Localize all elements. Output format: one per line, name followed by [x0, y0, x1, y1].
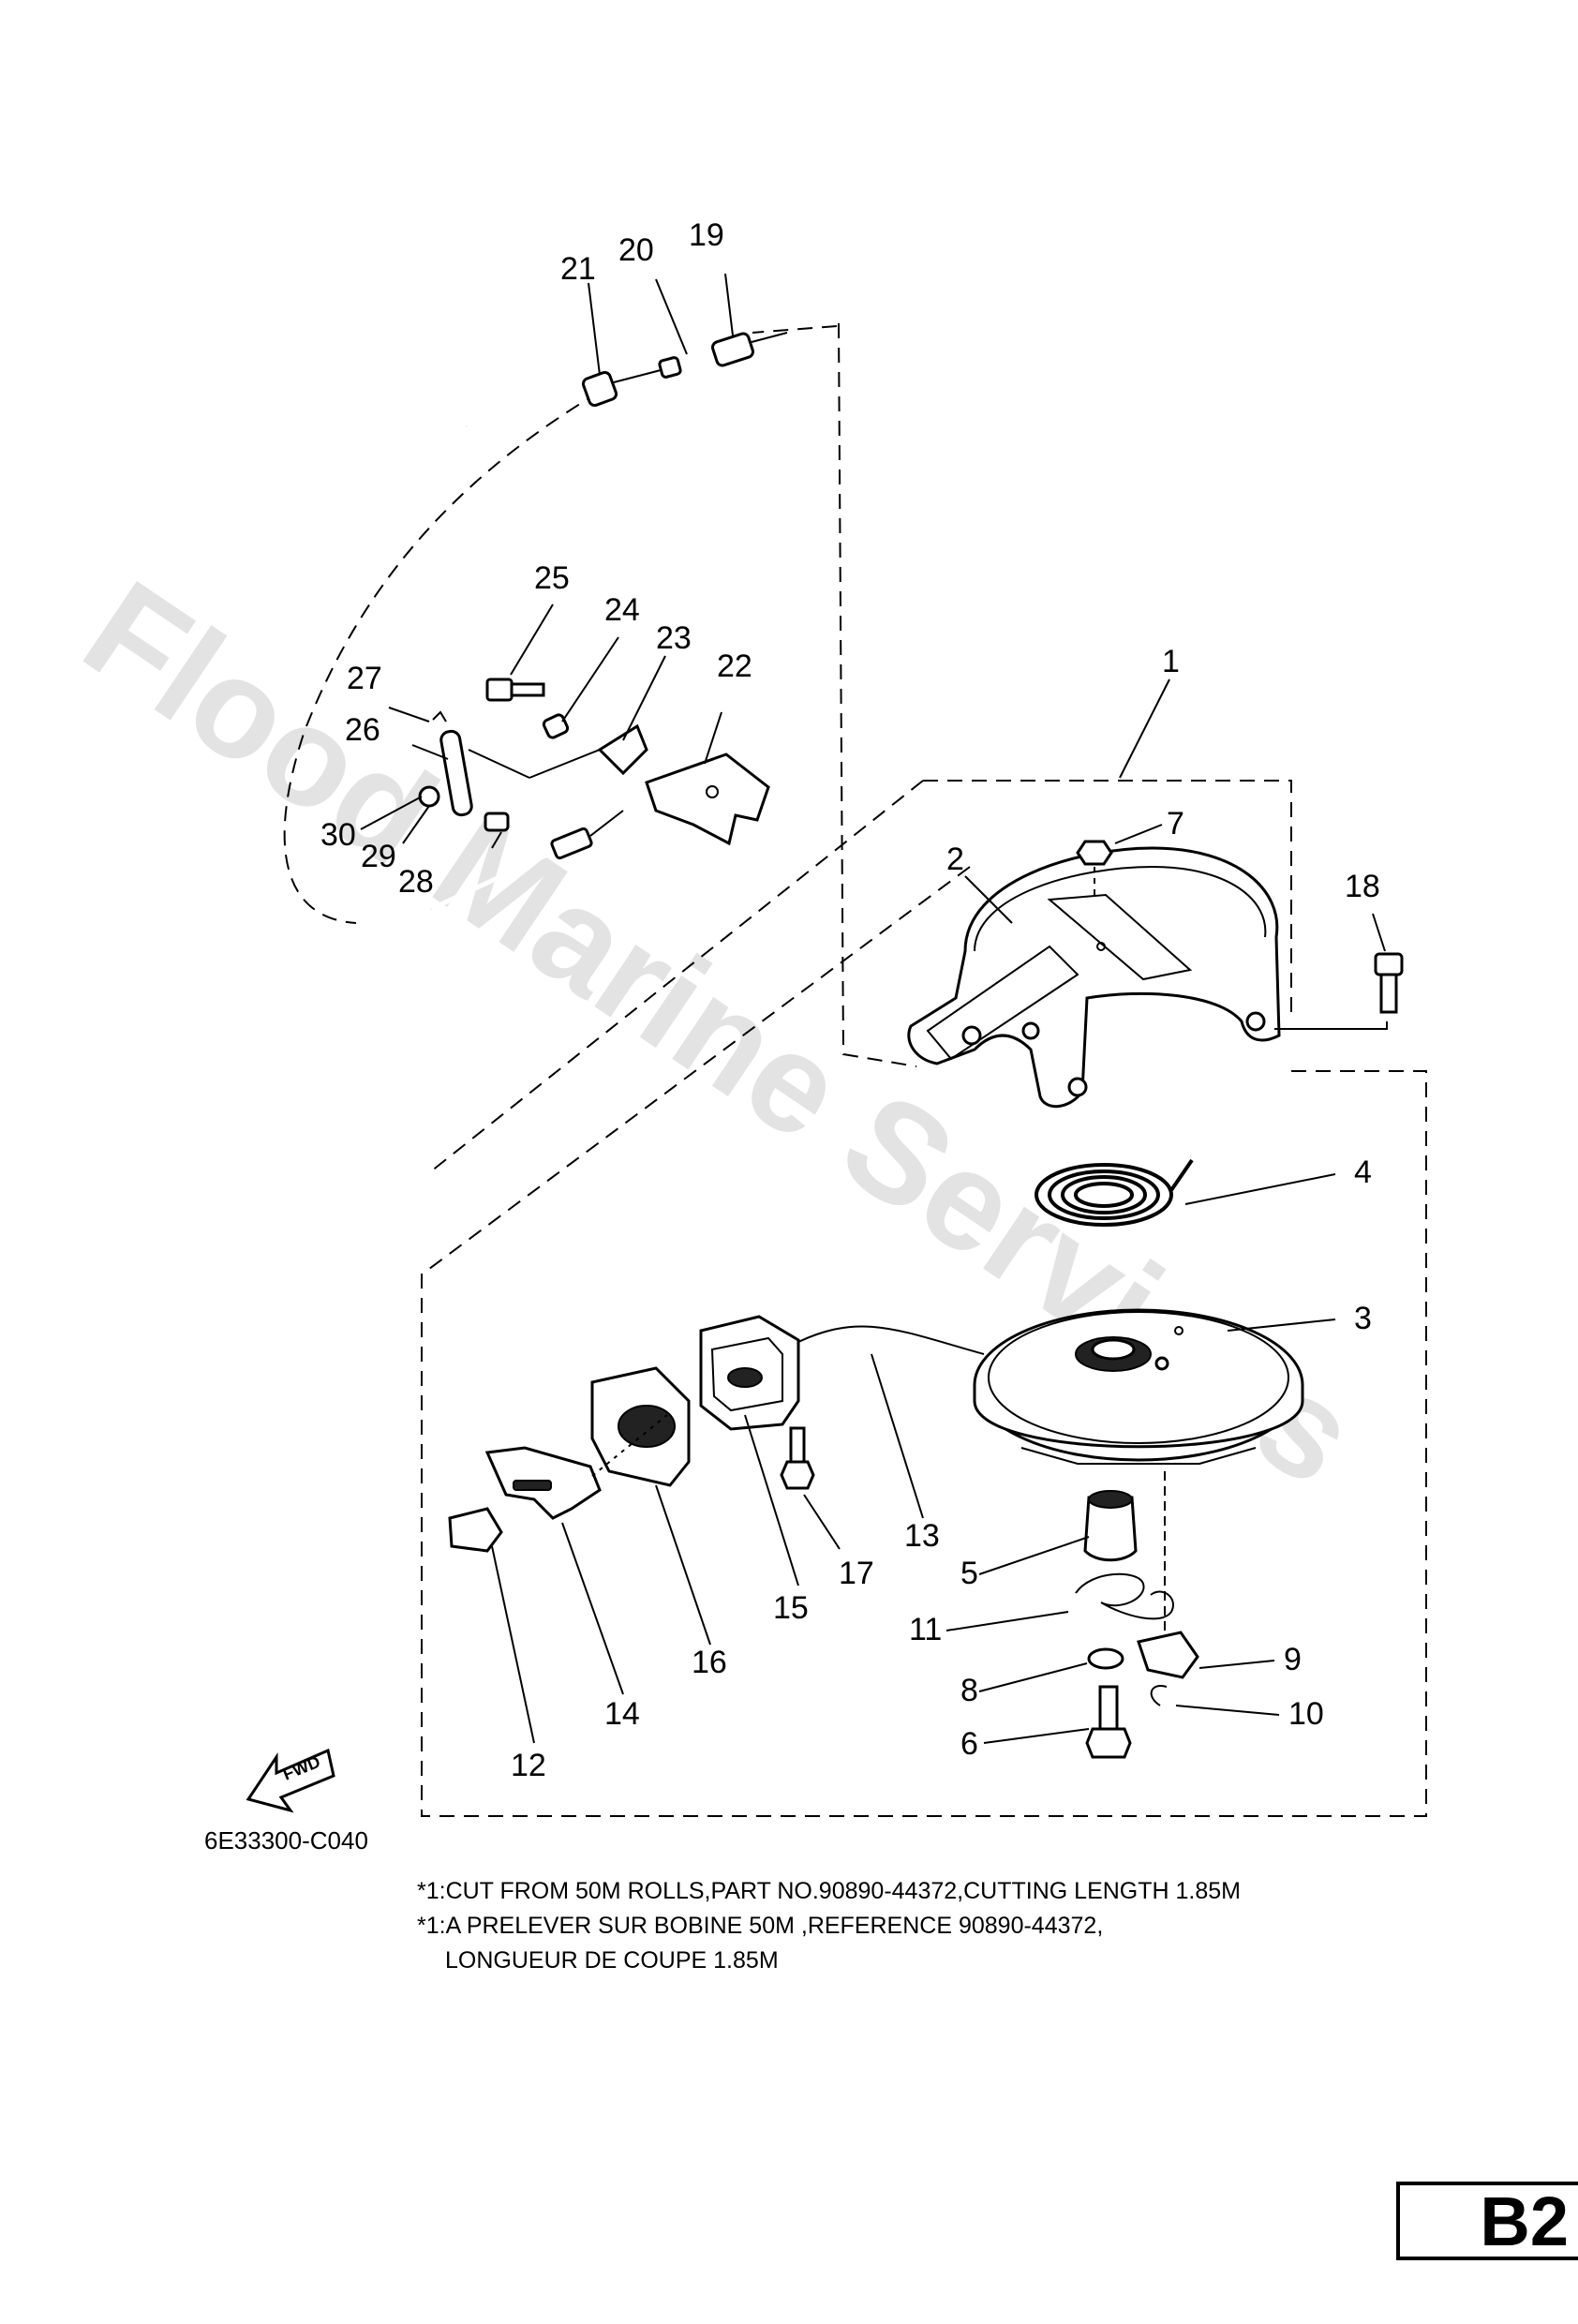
callout-19: 19 — [689, 217, 724, 253]
callout-14: 14 — [604, 1696, 640, 1732]
forward-direction-arrow: FWD — [246, 1748, 335, 1813]
callout-17: 17 — [839, 1556, 874, 1591]
callout-24: 24 — [604, 592, 640, 628]
callout-5: 5 — [960, 1556, 978, 1591]
washer-8 — [1087, 1647, 1124, 1670]
callout-26: 26 — [345, 712, 380, 748]
callout-3: 3 — [1354, 1301, 1372, 1336]
callout-18: 18 — [1345, 869, 1380, 904]
callout-7: 7 — [1167, 806, 1184, 842]
nut-7 — [1076, 840, 1113, 866]
callout-30: 30 — [320, 817, 356, 853]
page-tag: B2 — [1396, 2182, 1578, 2260]
return-spring — [1075, 1572, 1174, 1620]
drive-pawl — [1137, 1631, 1199, 1679]
callout-22: 22 — [717, 648, 752, 684]
callout-8: 8 — [960, 1673, 978, 1708]
callout-27: 27 — [347, 661, 382, 696]
callout-12: 12 — [511, 1748, 546, 1783]
leader-lines — [360, 273, 1386, 1744]
spiral-spring — [1035, 1158, 1194, 1227]
callout-16: 16 — [692, 1645, 727, 1680]
callout-25: 25 — [534, 560, 570, 596]
cable-assembly — [466, 332, 788, 430]
rope-guide — [699, 1315, 800, 1431]
callout-1: 1 — [1162, 644, 1180, 679]
bolt-17 — [780, 1426, 815, 1490]
starter-handle — [484, 1414, 668, 1520]
callout-4: 4 — [1354, 1155, 1372, 1190]
clip-10 — [1150, 1685, 1168, 1706]
callout-9: 9 — [1284, 1642, 1302, 1677]
footnote-english: *1:CUT FROM 50M ROLLS,PART NO.90890-4437… — [417, 1878, 1241, 1904]
footnote-french-continued: LONGUEUR DE COUPE 1.85M — [445, 1947, 779, 1974]
callout-23: 23 — [656, 620, 692, 656]
callout-20: 20 — [618, 232, 654, 268]
diagram-code: 6E33300-C040 — [204, 1826, 368, 1855]
bolt-6 — [1085, 1685, 1132, 1759]
callout-13: 13 — [904, 1518, 940, 1554]
starter-rope — [797, 1325, 985, 1355]
callout-numbers: 1 2 3 4 5 6 7 8 9 10 11 12 13 14 15 16 1… — [320, 217, 1380, 1783]
handle-plate — [448, 1507, 503, 1553]
starter-case — [907, 846, 1281, 1109]
sheave-drum — [973, 1308, 1304, 1465]
footnotes: *1:CUT FROM 50M ROLLS,PART NO.90890-4437… — [417, 1874, 1495, 1978]
handle-cover — [590, 1366, 691, 1487]
callout-29: 29 — [361, 839, 396, 874]
callout-6: 6 — [960, 1726, 978, 1762]
throttle-link-assembly — [418, 678, 770, 912]
bolt-18 — [1374, 952, 1404, 1014]
assembly-boundary-lines — [283, 322, 1427, 1817]
footnote-french: *1:A PRELEVER SUR BOBINE 50M ,REFERENCE … — [417, 1913, 1104, 1939]
callout-15: 15 — [773, 1590, 809, 1626]
callout-2: 2 — [946, 842, 964, 877]
collar-5 — [1083, 1490, 1138, 1562]
callout-21: 21 — [560, 251, 596, 287]
callout-10: 10 — [1288, 1696, 1324, 1732]
callout-11: 11 — [909, 1612, 942, 1647]
callout-28: 28 — [398, 864, 434, 900]
